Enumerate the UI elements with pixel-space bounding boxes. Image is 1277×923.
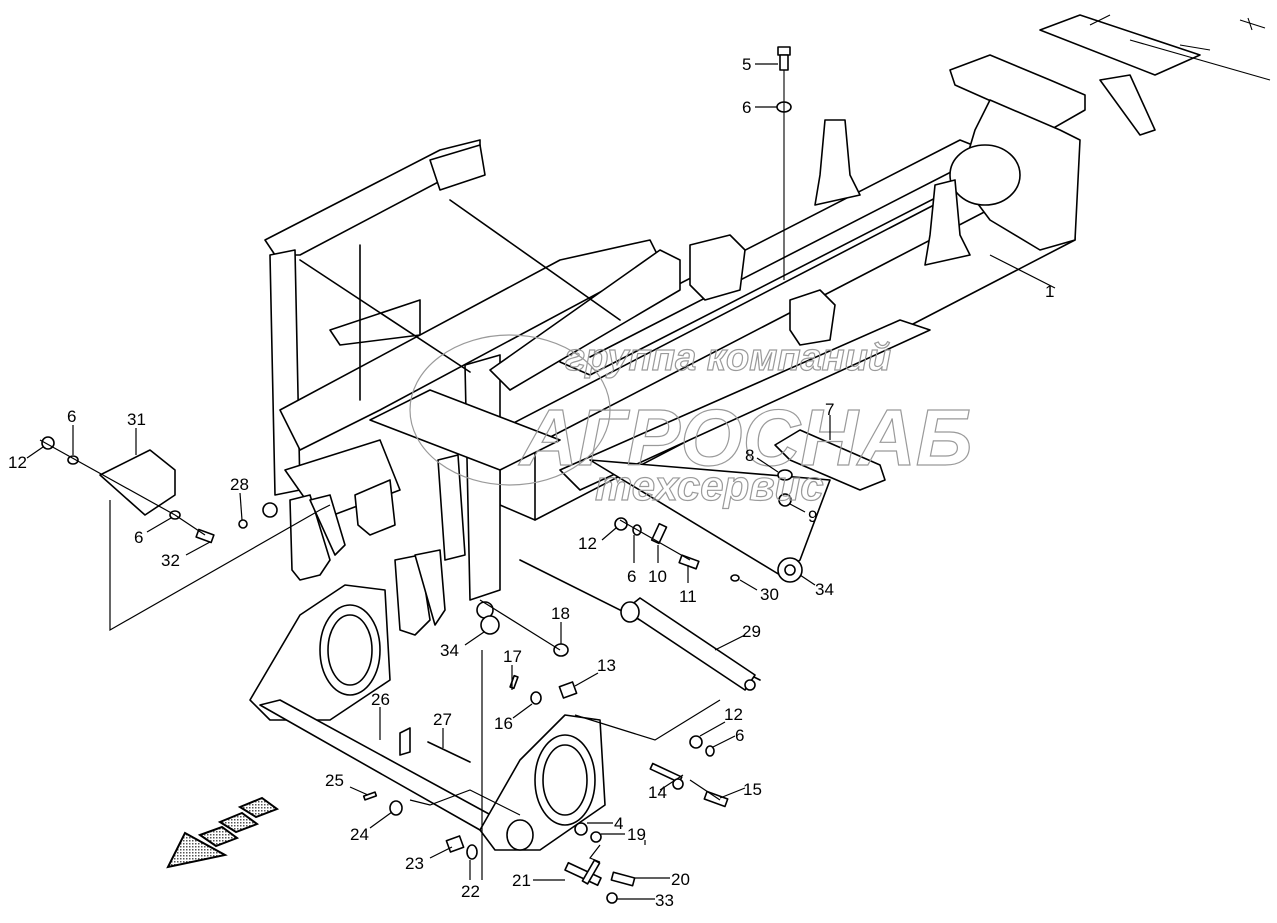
callout-31: 31 (127, 410, 146, 429)
callout-28: 28 (230, 475, 249, 494)
callout-21: 21 (512, 871, 531, 890)
callout-1: 1 (1045, 282, 1054, 301)
callout-13: 13 (597, 656, 616, 675)
assembly-lines (39, 439, 721, 880)
callout-27: 27 (433, 710, 452, 729)
frame-posts (689, 119, 971, 346)
callout-7: 7 (825, 400, 834, 419)
callout-12-left: 12 (8, 453, 27, 472)
watermark-line3: техсервис (595, 462, 824, 509)
hardware (41, 46, 886, 904)
callout-20: 20 (671, 870, 690, 889)
callout-6-top: 6 (742, 98, 751, 117)
rear-yoke (949, 14, 1271, 251)
callout-11: 11 (679, 587, 697, 606)
callout-17: 17 (503, 647, 522, 666)
callout-8: 8 (745, 446, 754, 465)
callout-25: 25 (325, 771, 344, 790)
callout-10: 10 (648, 567, 667, 586)
callout-24: 24 (350, 825, 369, 844)
hydraulic-cylinder (620, 597, 756, 691)
callout-6-right: 6 (735, 726, 744, 745)
callout-15: 15 (743, 780, 762, 799)
callout-14: 14 (648, 783, 667, 802)
callout-23: 23 (405, 854, 424, 873)
callout-5: 5 (742, 55, 751, 74)
callout-6-left-top: 6 (67, 407, 76, 426)
callout-22: 22 (461, 882, 480, 901)
pivot-bracket-left (249, 584, 501, 831)
direction-arrow-icon (166, 796, 280, 869)
callout-4: 4 (614, 814, 623, 833)
callout-32: 32 (161, 551, 180, 570)
callout-12-mid: 12 (578, 534, 597, 553)
pivot-bracket-right (479, 714, 606, 851)
watermark-line1: группа компаний (565, 337, 891, 379)
callout-33: 33 (655, 891, 674, 910)
watermark: группа компаний АГРОСНАБ техсервис (409, 334, 973, 510)
callout-30: 30 (760, 585, 779, 604)
callout-26: 26 (371, 690, 390, 709)
callout-16: 16 (494, 714, 513, 733)
mounting-plates (289, 454, 466, 636)
callout-9: 9 (808, 507, 817, 526)
callout-34-right: 34 (815, 580, 834, 599)
watermark-line2: АГРОСНАБ (518, 393, 972, 482)
callout-18: 18 (551, 604, 570, 623)
callout-29: 29 (742, 622, 761, 641)
callout-34-left: 34 (440, 641, 459, 660)
callouts: 1 5 6 7 8 9 12 6 31 6 32 28 12 6 10 11 3 (8, 55, 1056, 910)
callout-12-right: 12 (724, 705, 743, 724)
callout-6-left-bottom: 6 (134, 528, 143, 547)
callout-19: 19 (627, 825, 646, 844)
callout-6-mid: 6 (627, 567, 636, 586)
